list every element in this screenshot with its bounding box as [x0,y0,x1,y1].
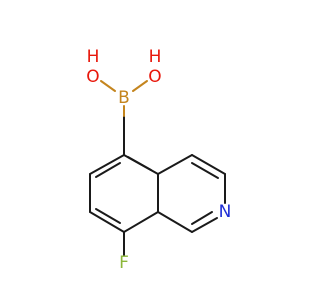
atom-h1-label: H [87,47,100,67]
bond-c8a-c1 [157,211,193,233]
bond-b-o2 [132,80,148,92]
atom-h2-label: H [149,47,162,67]
atom-b-label: B [118,88,130,108]
bond-b-o1 [100,80,116,92]
bond-c4-c3-inner [191,162,219,179]
boron-bonds [100,80,148,117]
bonds [89,115,226,256]
bond-c5-c6 [89,154,125,175]
bond-c8-c8a [123,211,159,233]
atom-o1-label: O [86,67,99,87]
bond-c4a-c4b-inner [127,156,152,171]
bond-c5-c6-inner [95,162,121,178]
bond-c4-c3 [191,154,226,175]
bond-c7-c8 [89,211,125,233]
bond-c4a-c4 [157,154,193,175]
atom-f-label: F [119,253,129,273]
bond-c1-n-2 [191,211,213,225]
molecule-svg: O H O H B N F [86,47,232,273]
atom-n-label: N [219,202,232,222]
structure-diagram: O H O H B N F [86,47,232,273]
bond-c1-n-1 [191,217,218,233]
bond-c7-c8-inner [95,208,121,224]
atom-o2-label: O [148,67,161,87]
